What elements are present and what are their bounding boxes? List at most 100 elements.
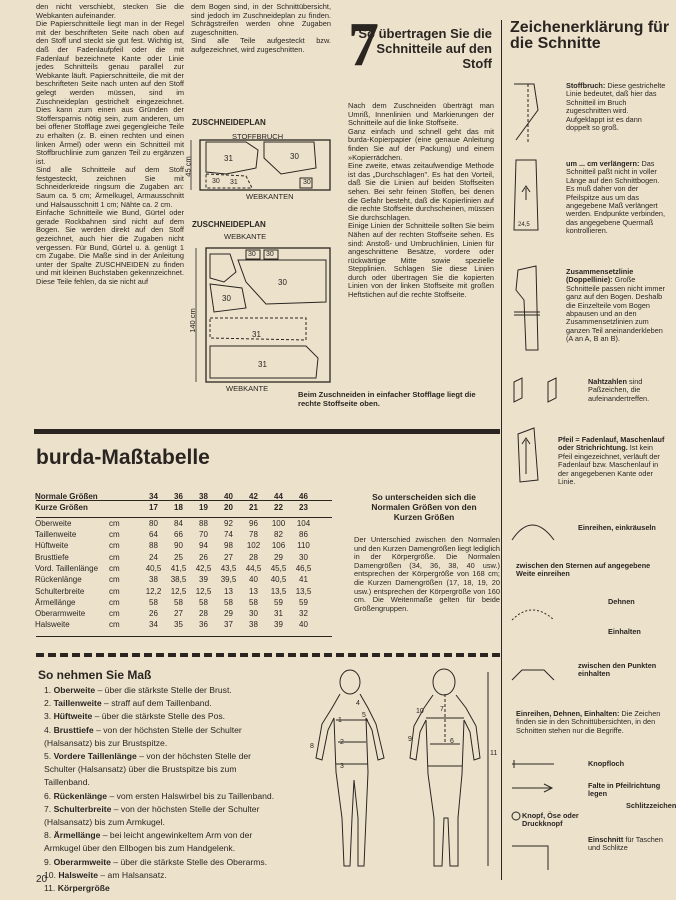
figure-number: 7 [440, 706, 444, 713]
paragraph: dem Bogen sind, in der Schnittübersicht,… [191, 2, 331, 37]
legend-item: zwischen den Sternen auf angegebene Weit… [516, 561, 651, 579]
section-7-number: 7 [348, 11, 379, 79]
piece-number: 31 [224, 154, 233, 163]
mass-table-title: burda-Maßtabelle [36, 446, 210, 469]
item-number: 7. [44, 803, 52, 814]
measure-item: 2. Taillenweite – straff auf dem Taillen… [44, 697, 284, 710]
item-text: – von der höchsten Stelle der Schulter (… [44, 724, 242, 748]
column-header: 20 [224, 503, 233, 513]
column-header: 36 [174, 492, 183, 502]
sizes-note-text: Der Unterschied zwischen den Normalen un… [354, 535, 500, 613]
paragraph: Sind alle Teile aufgesteckt bzw. aufgeze… [191, 36, 331, 54]
column-header: Normale Größen [35, 492, 98, 502]
paragraph: Einfache Schnitteile wie Bund, Gürtel od… [36, 208, 184, 286]
item-number: 3. [44, 711, 52, 722]
measure-item: 3. Hüftweite – über die stärkste Stelle … [44, 710, 284, 723]
table-header-row: Kurze Größen 17 18 19 20 21 22 23 [33, 502, 316, 513]
row-label: Taillenweite [35, 530, 77, 540]
row-unit: cm [109, 552, 120, 562]
measure-list: 1. Oberweite – über die stärkste Stelle … [44, 684, 284, 895]
table-cell: 88 [199, 518, 208, 528]
table-cell: 13 [224, 586, 233, 596]
column-header: Kurze Größen [35, 503, 88, 513]
item-text: – vom ersten Halswirbel bis zu Taillenba… [107, 790, 275, 801]
measure-item: 1. Oberweite – über die stärkste Stelle … [44, 684, 284, 697]
piece-number: 31 [252, 330, 261, 339]
table-cell: 27 [224, 552, 233, 562]
column-header: 19 [199, 503, 208, 513]
table-cell: 13,5 [270, 586, 287, 596]
row-label: Brusttiefe [35, 552, 69, 562]
table-cell: 31 [274, 609, 283, 619]
item-text: – über die stärkste Stelle des Pos. [92, 711, 226, 722]
column-header: 44 [274, 492, 283, 502]
plan-bottom-label: WEBKANTE [226, 384, 269, 393]
row-unit: cm [109, 575, 120, 585]
column-divider [501, 20, 502, 880]
table-cell: 12,2 [145, 586, 162, 596]
piece-number: 30 [290, 152, 299, 161]
middle-text-column: dem Bogen sind, in der Schnittübersicht,… [191, 2, 331, 55]
table-cell: 110 [297, 541, 310, 551]
figure-number: 11 [490, 750, 498, 757]
table-rule-top [36, 500, 332, 501]
plan-top-label: WEBKANTE [224, 232, 267, 241]
row-unit: cm [109, 620, 120, 630]
legend-item: Schlitzzeichen [626, 801, 676, 810]
table-rule-mid [36, 517, 332, 518]
legend-panel: 24,5 Stoffbruch: Diese gestrichelte Lini… [508, 80, 676, 880]
paragraph: Nach dem Zuschneiden überträgt man Umriß… [348, 101, 494, 128]
piece-number: 30 [278, 278, 287, 287]
table-cell: 13 [249, 586, 258, 596]
figure-number: 9 [408, 736, 412, 743]
table-cell: 104 [296, 518, 311, 528]
figure-number: 8 [310, 743, 314, 750]
plan-height-label: 140 cm [187, 308, 197, 333]
item-number: 4. [44, 724, 52, 735]
table-cell: 29 [224, 609, 233, 619]
section-7-text: Nach dem Zuschneiden überträgt man Umriß… [348, 101, 494, 300]
section-7-heading: So übertragen Sie die Schnitteile auf de… [358, 26, 492, 71]
legend-item: um ... cm verlängern: Das Schnitteil paß… [566, 159, 665, 236]
row-unit: cm [109, 586, 120, 596]
table-cell: 38,5 [170, 575, 187, 585]
legend-item: Pfeil = Fadenlauf, Maschenlauf oder Stri… [558, 435, 665, 487]
item-name: Hüftweite [53, 711, 93, 722]
column-header: 34 [149, 492, 158, 502]
measure-item: 11. Körpergröße [44, 882, 284, 895]
row-unit: cm [109, 609, 120, 619]
legend-item: Einreihen, Dehnen, Einhalten: Die Zeiche… [516, 709, 661, 735]
measure-item: 9. Oberarmweite – über die stärkste Stel… [44, 856, 284, 869]
table-cell: 42,5 [195, 563, 212, 573]
cutting-plan-2: ZUSCHNEIDEPLAN WEBKANTE 140 cm 30 30 30 … [186, 220, 336, 393]
measure-item: 10. Halsweite – am Halsansatz. [44, 869, 284, 882]
table-header-row: Normale Größen 34 36 38 40 42 44 46 [33, 491, 316, 502]
item-name: Rückenlänge [53, 790, 108, 801]
legend-item: Knopf, Öse oder Druckknopf [522, 811, 579, 829]
item-number: 8. [44, 830, 52, 841]
row-unit: cm [109, 541, 120, 551]
item-text: – über die stärkste Stelle der Brust. [95, 685, 232, 695]
table-cell: 39,5 [220, 575, 237, 585]
item-name: Schulterbreite [53, 803, 112, 814]
figure-number: 5 [362, 712, 366, 719]
table-cell: 64 [149, 530, 158, 540]
table-cell: 26 [199, 552, 208, 562]
item-text: – über die stärkste Stelle des Oberarms. [110, 856, 268, 867]
item-number: 6. [44, 790, 52, 801]
piece-number: 30 [303, 179, 311, 186]
item-name: Taillenweite [53, 698, 102, 709]
item-name: Vordere Taillenlänge [53, 751, 137, 762]
table-cell: 88 [149, 541, 158, 551]
row-unit: cm [109, 530, 120, 540]
table-cell: 100 [271, 518, 286, 528]
item-number: 10. [44, 869, 56, 880]
column-header: 17 [149, 503, 158, 513]
row-label: Schulterbreite [35, 586, 85, 596]
item-name: Oberweite [53, 685, 96, 695]
paragraph: Die Papierschnitteile liegt man in der R… [36, 19, 184, 166]
